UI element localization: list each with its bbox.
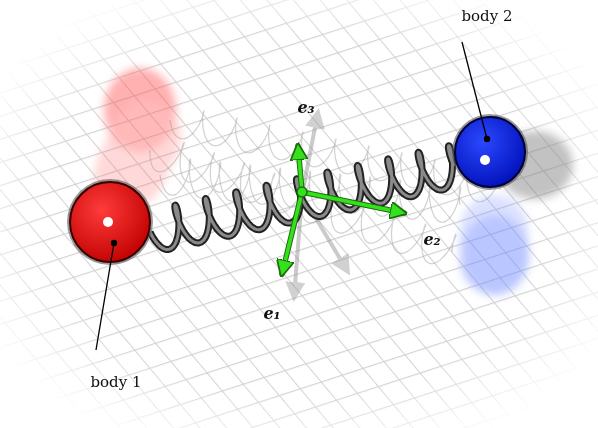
spring-highlight bbox=[150, 146, 454, 250]
body-label: body 1 bbox=[90, 374, 141, 391]
axis-label: e₁ bbox=[263, 305, 280, 323]
ghost-spring bbox=[150, 143, 456, 264]
spring bbox=[150, 146, 454, 250]
axis-label: e₂ bbox=[423, 231, 440, 249]
axis-label: e₃ bbox=[297, 99, 314, 117]
body-label: body 2 bbox=[461, 8, 512, 25]
